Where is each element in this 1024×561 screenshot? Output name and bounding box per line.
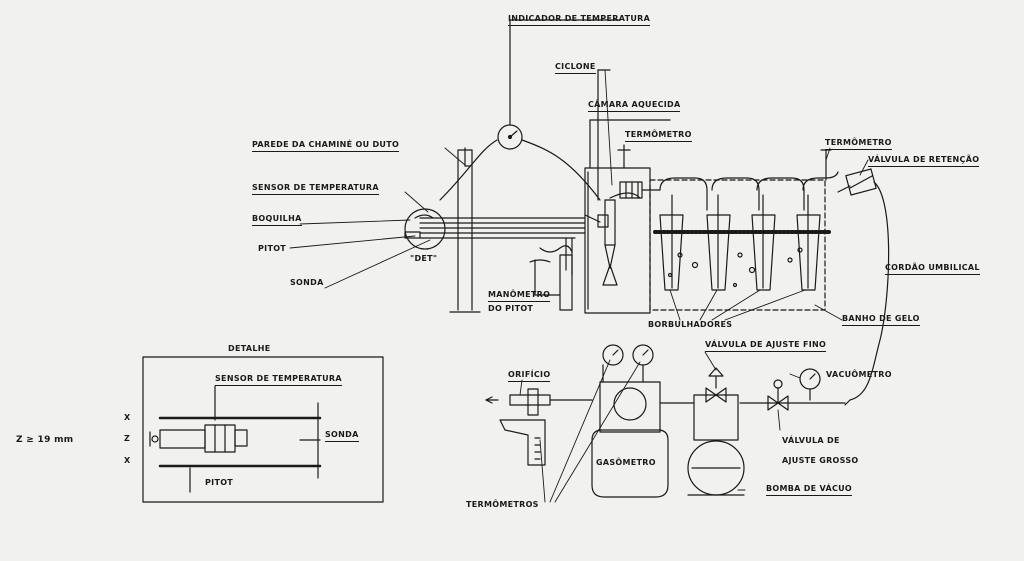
- probe-assembly: [404, 208, 601, 311]
- heated-chamber: [584, 69, 671, 314]
- detail-box: [142, 356, 384, 503]
- label-banho-gelo: BANHO DE GELO: [842, 314, 920, 326]
- label-termometro-1: TERMÔMETRO: [625, 130, 692, 142]
- label-borbulhadores: BORBULHADORES: [648, 320, 733, 329]
- gas-meter-thermometer-2-icon: [632, 344, 654, 366]
- vacuum-pump: [687, 394, 745, 496]
- label-parede-chamine: PAREDE DA CHAMINÉ OU DUTO: [252, 140, 400, 152]
- leader-lines: [289, 69, 869, 503]
- label-orificio: ORIFÍCIO: [508, 370, 551, 382]
- check-valve-icon: [837, 168, 877, 196]
- fine-adjust-valve-icon: [705, 367, 727, 403]
- label-det: "DET": [410, 254, 438, 263]
- label-indicador-temperatura: INDICADOR DE TEMPERATURA: [508, 14, 651, 26]
- label-x-mark-2: X: [124, 456, 131, 465]
- stack-wall: [449, 147, 481, 313]
- impinger-thermometer-icon: [820, 149, 832, 181]
- label-manometro-pitot-2: DO PITOT: [488, 304, 534, 313]
- impinger-4: [796, 171, 839, 291]
- label-valvula-ajuste-grosso-1: VÁLVULA DE: [782, 436, 840, 445]
- label-termometros: TERMÔMETROS: [466, 500, 539, 509]
- label-valvula-ajuste-fino: VÁLVULA DE AJUSTE FINO: [705, 340, 827, 352]
- label-cordao-umbilical: CORDÃO UMBILICAL: [885, 263, 980, 275]
- label-detalhe-sensor: SENSOR DE TEMPERATURA: [215, 374, 342, 386]
- impinger-2: [706, 177, 760, 291]
- temperature-indicator-gauge-icon: [439, 19, 621, 201]
- label-x-mark-1: X: [124, 413, 131, 422]
- label-detalhe-sonda: SONDA: [325, 430, 359, 442]
- label-vacuometro: VACUÔMETRO: [826, 370, 892, 379]
- gas-meter-thermometer-1-icon: [602, 344, 624, 366]
- label-sensor-temperatura: SENSOR DE TEMPERATURA: [252, 183, 379, 195]
- label-boquilha: BOQUILHA: [252, 214, 302, 226]
- label-camara-aquecida: CÂMARA AQUECIDA: [588, 100, 681, 112]
- label-dimension: Z ≥ 19 mm: [16, 435, 74, 445]
- label-valvula-ajuste-grosso-2: AJUSTE GROSSO: [782, 456, 859, 465]
- label-gasometro: GASÔMETRO: [596, 458, 656, 467]
- label-ciclone: CICLONE: [555, 62, 596, 74]
- label-valvula-retencao: VÁLVULA DE RETENÇÃO: [868, 155, 980, 167]
- cyclone: [597, 181, 661, 286]
- label-z-mark: Z: [124, 434, 131, 443]
- label-detalhe: DETALHE: [228, 344, 271, 353]
- coarse-adjust-valve-icon: [767, 379, 789, 411]
- label-termometro-2: TERMÔMETRO: [825, 138, 892, 150]
- label-bomba-vacuo: BOMBA DE VÁCUO: [766, 484, 853, 496]
- impinger-1: [659, 177, 708, 291]
- label-manometro-pitot-1: MANÔMETRO: [488, 290, 551, 302]
- vacuum-gauge-icon: [799, 368, 821, 401]
- label-pitot: PITOT: [258, 244, 287, 253]
- umbilical-cord: [844, 181, 890, 406]
- gas-meter: [591, 364, 669, 498]
- orifice-meter: [485, 388, 593, 466]
- label-detalhe-pitot: PITOT: [205, 478, 234, 487]
- label-sonda: SONDA: [290, 278, 324, 287]
